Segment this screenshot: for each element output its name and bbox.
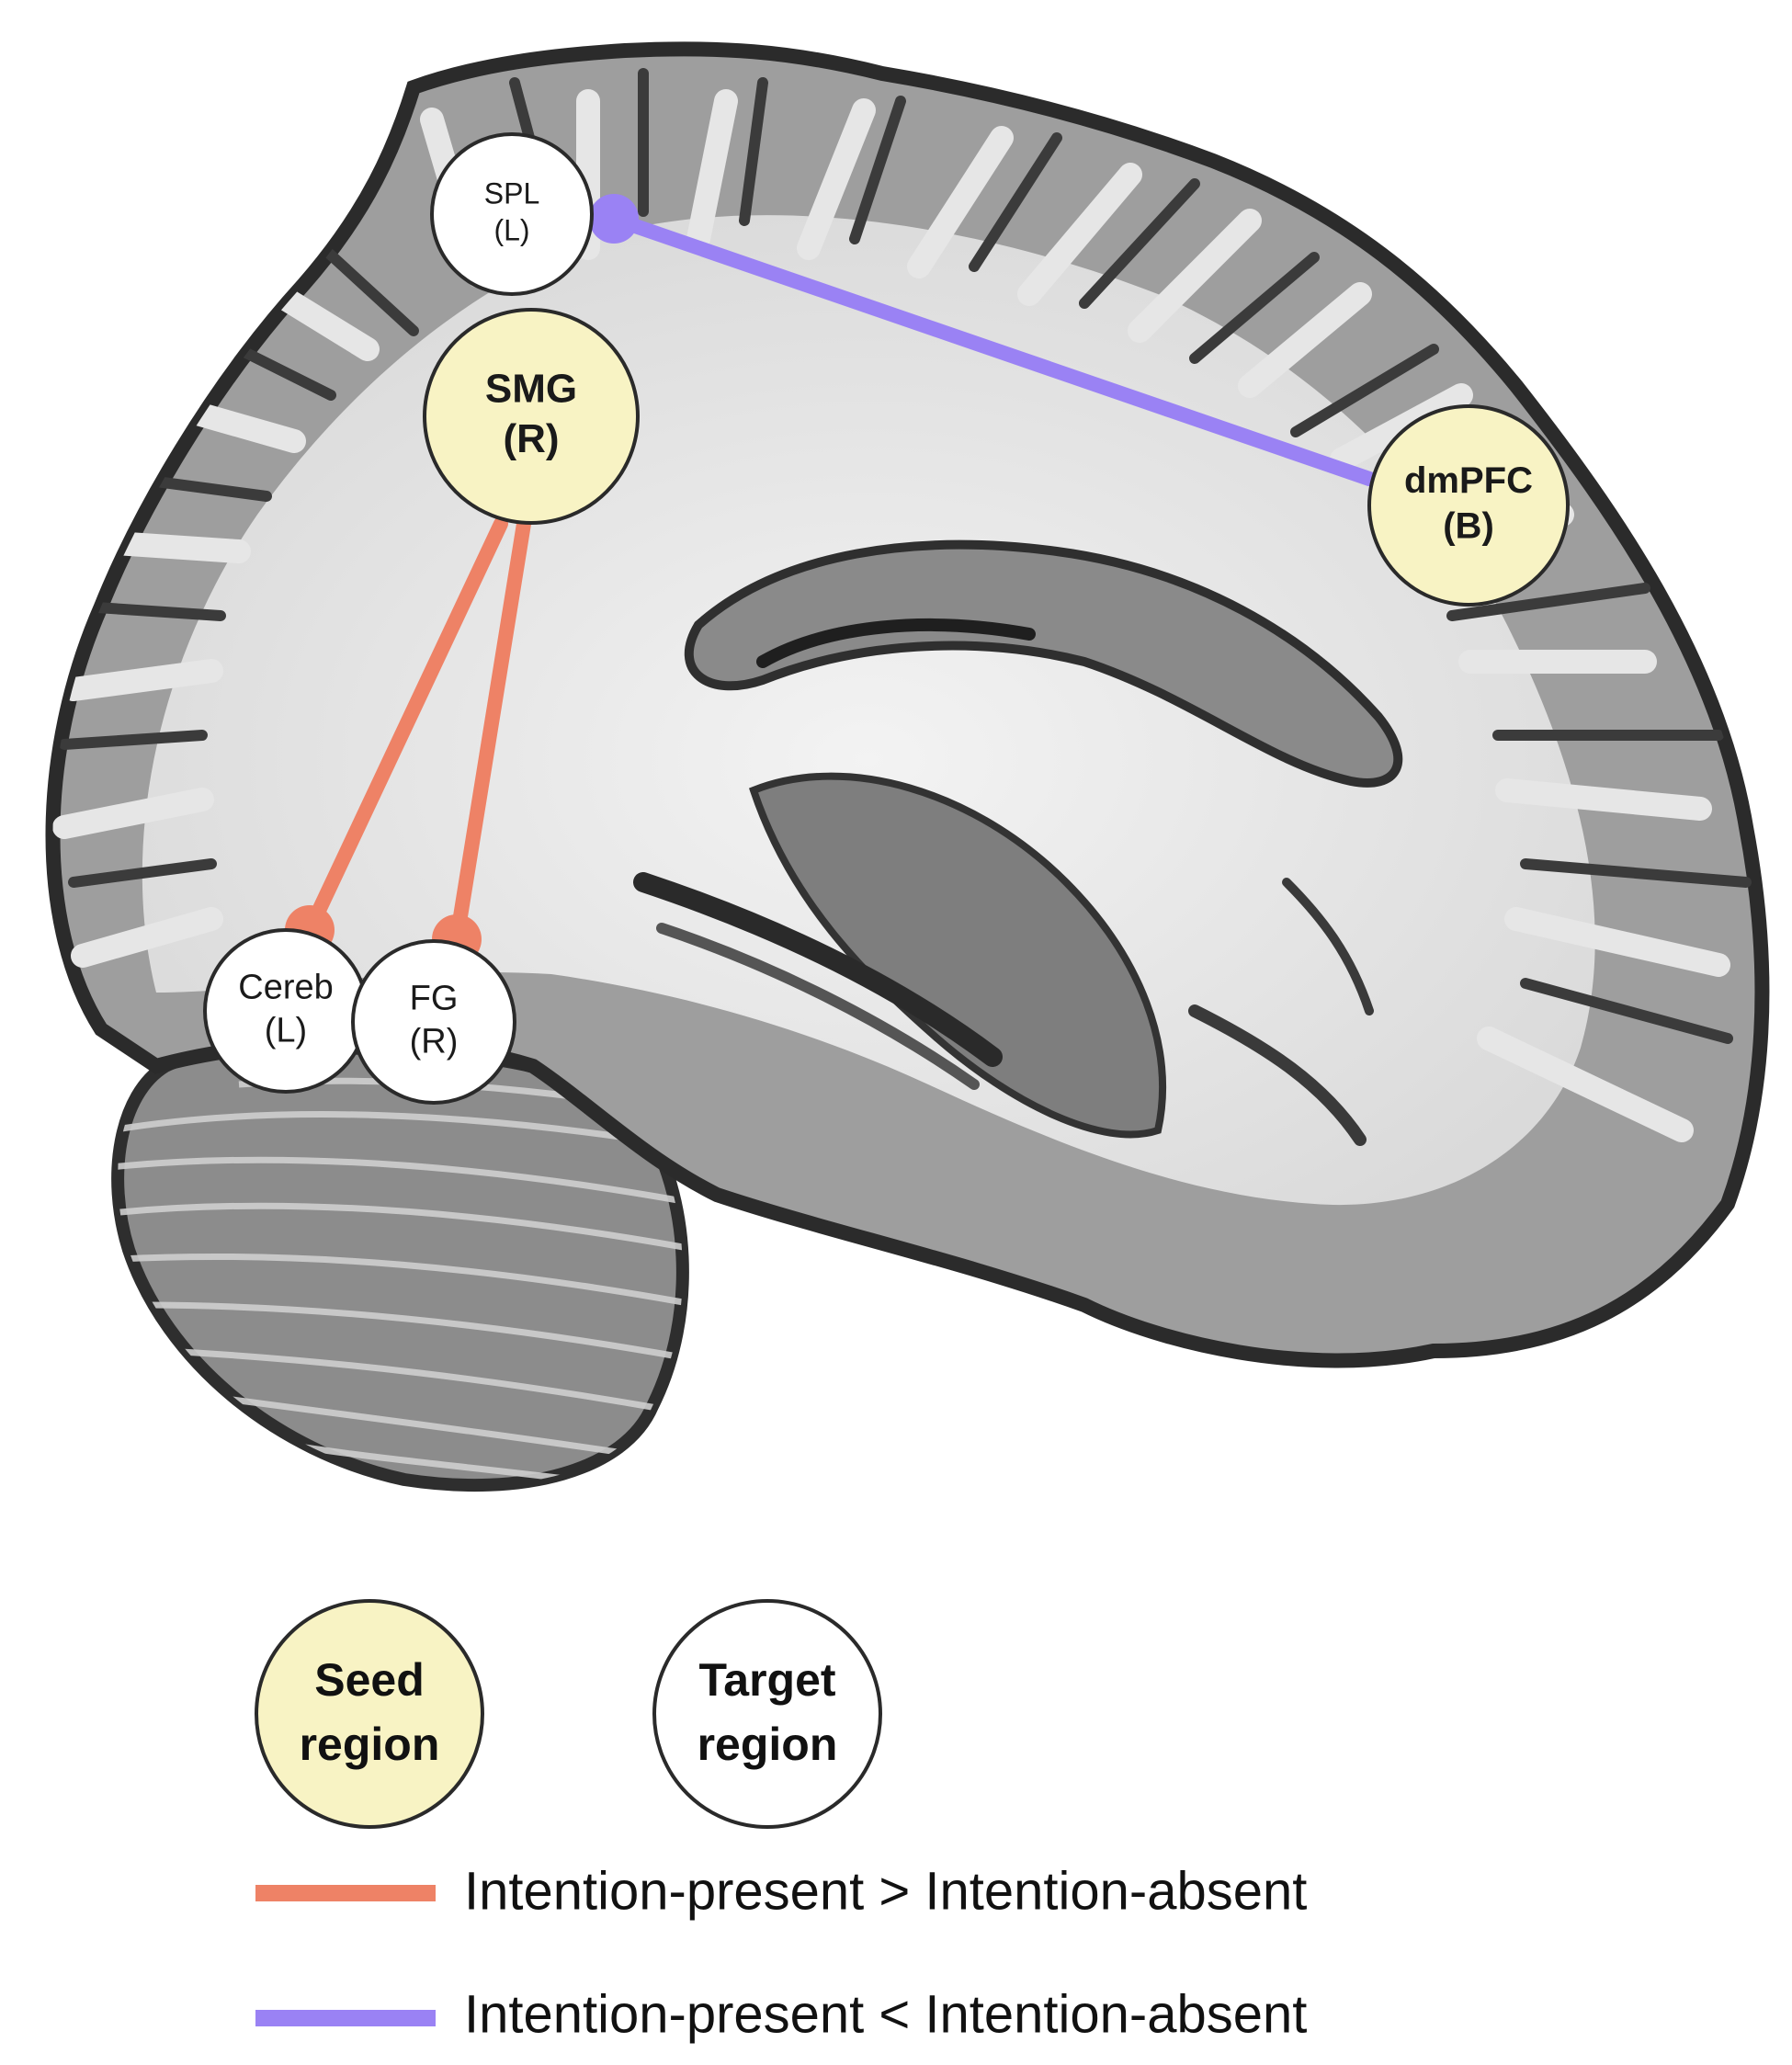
region-label-spl-line2: (L) xyxy=(493,213,529,246)
legend-target-node: Target region xyxy=(652,1599,882,1829)
region-circle-fg xyxy=(351,939,516,1105)
region-label-dmpfc-line1: dmPFC xyxy=(1404,460,1533,501)
legend-seed-node: Seed region xyxy=(255,1599,484,1829)
legend-present-gt-absent-label: Intention-present > Intention-absent xyxy=(464,1861,1307,1921)
region-node-spl: SPL(L) xyxy=(430,132,594,296)
regions-layer: SPL(L)SMG(R)dmPFC(B)Cereb(L)FG(R) xyxy=(203,132,1570,1105)
region-node-smg: SMG (R) xyxy=(423,308,640,525)
region-label-smg-line2: (R) xyxy=(503,416,559,461)
region-label-fg-line2: (R) xyxy=(410,1023,459,1061)
legend-purple-line-swatch xyxy=(255,2010,436,2026)
connection-endpoint-spl xyxy=(589,194,639,244)
legend-target-circle xyxy=(652,1599,882,1829)
legend: Seed region Target region Intention-pres… xyxy=(255,1599,1307,2044)
legend-target-line1: Target xyxy=(698,1654,835,1706)
legend-seed-line2: region xyxy=(300,1719,440,1770)
region-label-cereb-line1: Cereb xyxy=(238,968,334,1006)
region-node-cereb: Cereb (L) xyxy=(203,928,369,1094)
region-label-dmpfc-line2: (B) xyxy=(1443,505,1494,546)
legend-seed-line1: Seed xyxy=(314,1654,425,1706)
region-label-cereb-line2: (L) xyxy=(265,1012,307,1050)
connection-dmpfc-spl xyxy=(607,211,1377,486)
legend-orange-line-swatch xyxy=(255,1885,436,1901)
legend-present-lt-absent-label: Intention-present < Intention-absent xyxy=(464,1984,1307,2044)
legend-present-gt-absent: Intention-present > Intention-absent xyxy=(255,1861,1307,1921)
region-circle-smg xyxy=(423,308,640,525)
legend-seed-circle xyxy=(255,1599,484,1829)
region-circle-spl xyxy=(430,132,594,296)
region-label-fg-line1: FG xyxy=(410,979,459,1017)
connections-layer xyxy=(285,194,1377,964)
brain-sagittal-image xyxy=(45,41,1770,1492)
region-node-dmpfc: dmPFC(B) xyxy=(1367,404,1570,607)
connection-smg-fg xyxy=(449,516,531,947)
legend-target-line2: region xyxy=(698,1719,838,1770)
legend-present-lt-absent: Intention-present < Intention-absent xyxy=(255,1984,1307,2044)
region-node-fg: FG (R) xyxy=(351,939,516,1105)
region-circle-dmpfc xyxy=(1367,404,1570,607)
connection-smg-cereb xyxy=(302,516,508,937)
region-label-spl-line1: SPL xyxy=(484,177,539,210)
region-label-smg-line1: SMG xyxy=(485,366,577,411)
